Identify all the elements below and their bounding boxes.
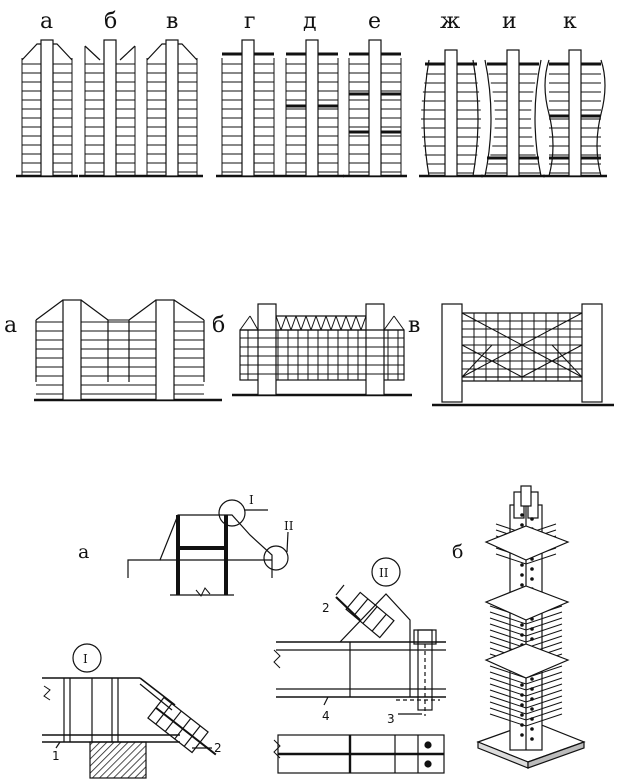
part-3-label: 3 [387, 712, 395, 726]
tower-scheme-5 [280, 39, 344, 178]
detail-two-title: II [379, 566, 389, 580]
tower-core-9 [568, 49, 582, 177]
label-zh-row1: ж [440, 9, 460, 34]
tower-core-7 [444, 49, 458, 177]
part-2-left-label: 2 [214, 741, 222, 755]
frame-scheme-a [127, 499, 289, 597]
tower-scheme-6 [343, 39, 407, 178]
label-b-row3: б [452, 541, 463, 563]
tower-core-8 [506, 49, 520, 177]
tower-scheme-1 [16, 39, 78, 178]
tower-scheme-8 [481, 49, 545, 178]
scheme-b-row2 [232, 303, 412, 397]
label-b-row2: б [212, 313, 225, 338]
label-a-row1: а [40, 9, 53, 34]
detail-one-title: I [83, 652, 88, 666]
label-e-row1: е [368, 9, 381, 34]
row3-labels: а б I II I II 1 2 2 3 4 [52, 493, 463, 763]
scheme-v-row2 [432, 303, 614, 407]
row3-details [42, 485, 586, 779]
node-two-marker [263, 545, 289, 571]
isometric-column-b [476, 485, 586, 769]
callout-node-two: II [284, 519, 294, 533]
tower-core-3 [165, 39, 179, 177]
label-a-row2: а [4, 313, 17, 338]
tower-core-2 [103, 39, 117, 177]
detail-two [273, 557, 446, 774]
part-4-label: 4 [322, 709, 330, 723]
row2-labels: а б в [4, 313, 420, 338]
part-1-label: 1 [52, 749, 60, 763]
tower-scheme-2 [79, 39, 141, 178]
node-one-marker [218, 499, 246, 527]
label-a-row3: а [78, 541, 89, 563]
tower-scheme-3 [141, 39, 203, 178]
detail-one [42, 643, 217, 779]
tower-core-1 [40, 39, 54, 177]
tower-scheme-7 [419, 49, 483, 178]
label-i-row1: и [502, 9, 517, 34]
label-v-row2: в [408, 313, 420, 338]
row1-labels: а б в г д е ж и к [40, 9, 577, 34]
tower-core-6 [368, 39, 382, 177]
label-v-row1: в [166, 9, 178, 34]
callout-node-one: I [249, 493, 254, 507]
row1-tower-schemes [16, 39, 607, 178]
part-2-right-label: 2 [322, 601, 330, 615]
label-d-row1: д [303, 9, 317, 34]
row2-bridge-schemes [34, 299, 614, 407]
label-b-row1: б [104, 9, 117, 34]
label-k-row1: к [563, 9, 577, 34]
tower-core-4 [241, 39, 255, 177]
tower-scheme-4 [216, 39, 280, 178]
tower-core-5 [305, 39, 319, 177]
label-g-row1: г [244, 9, 256, 34]
tower-scheme-9 [543, 49, 607, 178]
scheme-a-row2 [34, 299, 222, 402]
